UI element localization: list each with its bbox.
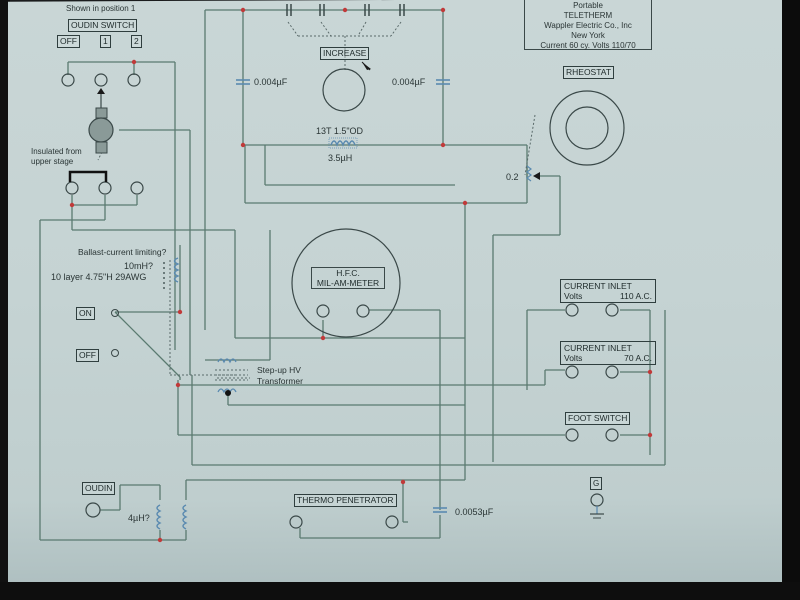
oudin-inductance: 4µH? bbox=[128, 513, 150, 523]
transformer-label-line1: Step-up HV bbox=[257, 365, 301, 375]
coil-value: 3.5µH bbox=[328, 153, 353, 163]
inlet-110-volts-value: 110 A.C. bbox=[620, 291, 652, 301]
ground-label: G bbox=[590, 477, 603, 490]
increase-label: INCREASE bbox=[320, 47, 370, 60]
inlet-70-volts-value: 70 A.C. bbox=[624, 353, 652, 363]
coil-spec: 13T 1.5"OD bbox=[316, 126, 364, 136]
inlet-70-label: CURRENT INLET bbox=[564, 343, 632, 353]
inlet-110-label: CURRENT INLET bbox=[564, 281, 632, 291]
title-line-portable: Portable bbox=[573, 1, 603, 10]
ballast-spec: 10 layer 4.75"H 29AWG bbox=[51, 272, 147, 282]
oudin-switch-label: OUDIN SWITCH bbox=[68, 19, 138, 32]
title-line-maker: Wappler Electric Co., Inc bbox=[544, 21, 632, 30]
insulated-note-line2: upper stage bbox=[31, 157, 74, 166]
photo-edge-left bbox=[0, 0, 10, 600]
inlet-110-volts-label: Volts bbox=[564, 291, 583, 301]
title-line-rating: Current 60 cy. Volts 110/70 bbox=[540, 41, 636, 50]
insulated-note-line1: Insulated from bbox=[31, 147, 82, 156]
oudin-switch-note: Shown in position 1 bbox=[66, 4, 136, 13]
thermo-penetrator-label: THERMO PENETRATOR bbox=[294, 494, 397, 507]
tuning-dial-icon bbox=[322, 68, 366, 112]
photo-edge-bottom bbox=[0, 582, 800, 600]
meter-label: H.F.C. MIL-AM-METER bbox=[311, 267, 385, 289]
title-line-city: New York bbox=[571, 31, 605, 40]
inlet-110-box: CURRENT INLET Volts 110 A.C. bbox=[560, 279, 656, 303]
meter-label-line1: H.F.C. bbox=[336, 268, 360, 278]
transformer-label-line2: Transformer bbox=[257, 376, 303, 386]
ballast-question: Ballast-current limiting? bbox=[78, 247, 167, 257]
oudin-switch-pos-1: 1 bbox=[100, 35, 111, 48]
rheostat-label: RHEOSTAT bbox=[563, 66, 615, 79]
capacitor-bottom-value: 0.0053µF bbox=[455, 507, 494, 517]
capacitor-right-value: 0.004µF bbox=[392, 77, 426, 87]
title-line-product: TELETHERM bbox=[563, 11, 613, 20]
rheostat-value: 0.2 bbox=[506, 172, 519, 182]
title-block: Portable TELETHERM Wappler Electric Co.,… bbox=[524, 0, 652, 50]
oudin-label: OUDIN bbox=[82, 482, 116, 495]
meter-label-line2: MIL-AM-METER bbox=[316, 278, 380, 288]
photo-edge-right bbox=[782, 0, 800, 600]
power-on-label: ON bbox=[76, 307, 95, 320]
oudin-switch-pos-off: OFF bbox=[57, 35, 80, 48]
foot-switch-label: FOOT SWITCH bbox=[565, 412, 631, 425]
inlet-70-box: CURRENT INLET Volts 70 A.C. bbox=[560, 341, 656, 365]
oudin-switch-pos-2: 2 bbox=[131, 35, 142, 48]
ballast-value: 10mH? bbox=[124, 261, 154, 271]
inlet-70-volts-label: Volts bbox=[564, 353, 583, 363]
power-off-label: OFF bbox=[76, 349, 99, 362]
capacitor-left-value: 0.004µF bbox=[254, 77, 288, 87]
